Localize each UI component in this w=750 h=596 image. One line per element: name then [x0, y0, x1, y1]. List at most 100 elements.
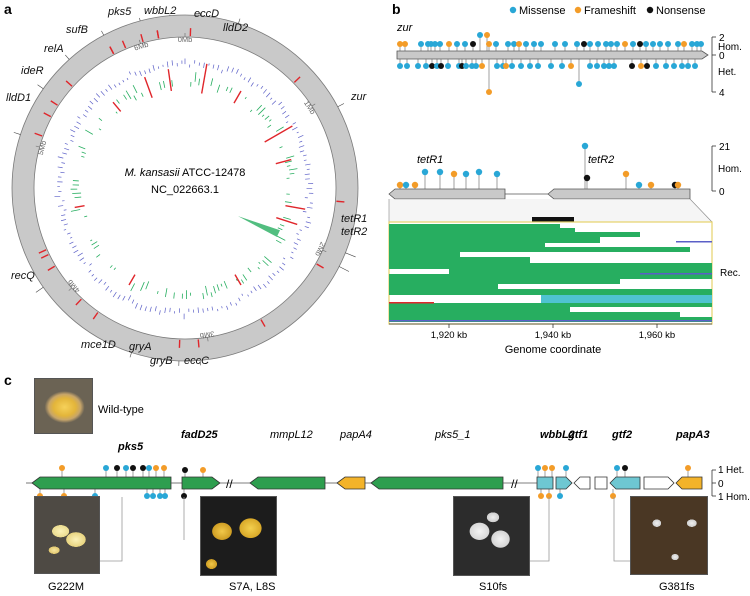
- operon-mutation-dot: [146, 465, 152, 471]
- rec-alignment-bar: [389, 289, 712, 295]
- zur-mutation-dot: [663, 63, 669, 69]
- inner-track-purple: [77, 252, 83, 257]
- panel-label-c: c: [4, 372, 12, 388]
- ring-mutation-mark: [121, 40, 127, 49]
- zur-mutation-dot: [505, 41, 511, 47]
- inner-track-purple: [240, 73, 243, 77]
- rec-red-line: [389, 302, 434, 304]
- tetr-mutation-dot: [475, 168, 483, 176]
- inner-track-purple: [89, 263, 92, 266]
- ring-tick: [139, 39, 141, 44]
- zur-mutation-dot: [568, 63, 574, 69]
- inner-track-purple: [98, 279, 103, 284]
- inner-track-purple: [263, 283, 267, 288]
- operon-mutation-dot: [535, 465, 541, 471]
- inner-track-purple: [91, 273, 95, 277]
- zur-mutation-dot: [562, 41, 568, 47]
- operon-mutation-dot: [557, 493, 563, 499]
- inner-track-green: [276, 235, 286, 241]
- inner-track-purple: [100, 90, 105, 96]
- inner-track-green: [210, 292, 213, 298]
- inner-track-purple: [296, 238, 301, 241]
- zur-mutation-dot: [479, 63, 485, 69]
- legend-missense-dot: [509, 6, 517, 14]
- inner-track-purple: [211, 306, 214, 311]
- tetr-hom-label: Hom.: [718, 164, 742, 175]
- zur-mutation-dot: [509, 63, 515, 69]
- inner-track-purple: [212, 64, 215, 69]
- gene-papA3: [675, 476, 703, 490]
- inner-track-green: [279, 146, 283, 149]
- rec-xtick-label-1920: 1,920 kb: [431, 330, 467, 341]
- inner-track-purple: [278, 101, 283, 106]
- tetr-stems: [396, 142, 682, 189]
- inner-track-purple: [127, 295, 132, 301]
- rec-alignment-bar: [389, 257, 530, 263]
- inner-track-purple: [70, 139, 74, 142]
- ring-tick: [68, 287, 72, 291]
- inner-track-purple: [257, 284, 262, 290]
- legend-frameshift: Frameshift: [584, 5, 636, 17]
- inner-track-green: [164, 288, 168, 298]
- c-tick-label-1b: 1: [718, 492, 724, 503]
- inner-track-purple: [131, 299, 135, 304]
- rec-alignment-bar: [389, 263, 712, 269]
- mutation-label-s10fs: S10fs: [479, 581, 508, 593]
- gene-gtf1: [555, 476, 573, 490]
- gene-unlabeled: [594, 476, 608, 490]
- gene-pks5: [31, 476, 172, 490]
- zur-mutation-dot: [638, 63, 644, 69]
- inner-track-purple: [157, 66, 160, 69]
- inner-track-purple: [226, 66, 230, 72]
- inner-track-purple: [221, 69, 223, 74]
- tetr-mutation-dot: [462, 170, 470, 178]
- zur-mutation-dot: [402, 41, 408, 47]
- inner-track-purple: [166, 61, 169, 68]
- inner-tracks: [54, 58, 314, 320]
- tetr2-label: tetR2: [588, 154, 614, 166]
- inner-track-green: [202, 293, 205, 300]
- ring-tick: [322, 249, 327, 253]
- operon-mutation-dot: [144, 493, 150, 499]
- operon-mutation-dot: [59, 465, 65, 471]
- inner-track-purple: [122, 295, 126, 301]
- inner-track-purple: [154, 306, 157, 312]
- inner-track-purple: [84, 109, 89, 113]
- inner-track-green: [78, 145, 86, 150]
- inner-track-green: [173, 292, 175, 299]
- circos-accession: NC_022663.1: [151, 184, 219, 196]
- zur-mutation-dot: [675, 41, 681, 47]
- operon-mutation-dot: [563, 465, 569, 471]
- rec-xtick-label-1960: 1,960 kb: [639, 330, 675, 341]
- inner-track-purple: [247, 77, 252, 83]
- rec-purple-line: [676, 241, 712, 243]
- zur-mutation-dot: [657, 41, 663, 47]
- zur-mutation-dot: [432, 41, 438, 47]
- zur-mutation-dot: [685, 63, 691, 69]
- inner-track-green: [258, 107, 266, 115]
- colony-image-g381fs: [630, 496, 708, 575]
- zur-mutation-dot: [637, 41, 643, 47]
- zur-mutation-dot: [462, 41, 468, 47]
- inner-track-purple: [265, 92, 271, 98]
- inner-track-purple: [247, 294, 249, 297]
- inner-track-purple: [282, 262, 286, 266]
- rec-alignment-bar: [389, 228, 575, 232]
- inner-track-green: [240, 279, 245, 284]
- zur-gene-arrow: [396, 50, 709, 60]
- inner-track-purple: [221, 306, 223, 309]
- inner-track-purple: [62, 152, 67, 155]
- c-hom-label: Hom.: [726, 492, 750, 503]
- operon-mutation-dot: [542, 465, 548, 471]
- zur-mutation-dot: [552, 41, 558, 47]
- gene-leader-line: [139, 17, 141, 21]
- circos-gene-tetR2: tetR2: [341, 226, 368, 238]
- zur-mutation-dot: [644, 63, 650, 69]
- connector-g381fs: [613, 497, 630, 562]
- zur-mutation-dot: [643, 41, 649, 47]
- inner-track-purple: [197, 307, 199, 313]
- inner-track-red-spike: [276, 216, 298, 226]
- inner-track-green: [283, 216, 291, 220]
- zur-mutation-dot: [576, 81, 582, 87]
- rec-alignment-bar: [541, 295, 712, 299]
